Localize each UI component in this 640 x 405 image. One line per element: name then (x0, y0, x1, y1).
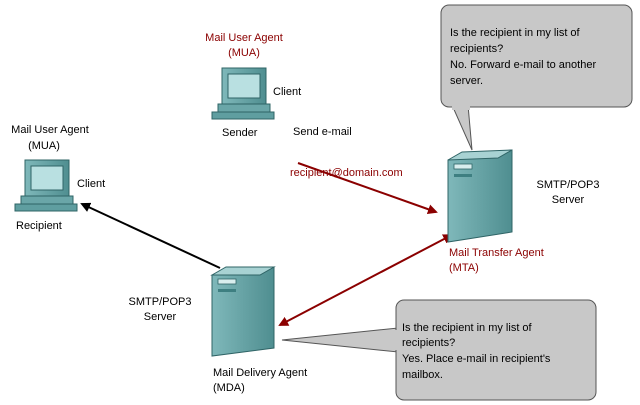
recipient-computer-icon (14, 159, 78, 212)
mda-server-label-line2: Server (144, 311, 177, 323)
mda-server-icon (210, 266, 276, 357)
sender-client-label: Client (273, 86, 301, 98)
recipient-mua-label: Mail User Agent (11, 124, 89, 136)
mta-agent-label: Mail Transfer Agent (449, 247, 544, 259)
sender-role-label: Sender (222, 127, 258, 139)
mda-to-recipient-arrow (80, 202, 221, 269)
recipient-address-label: recipient@domain.com (290, 167, 403, 179)
recipient-role-label: Recipient (16, 220, 62, 232)
bubble-mta-line1: Is the recipient in my list of (450, 27, 581, 39)
sender-mua-label: Mail User Agent (205, 32, 283, 44)
bubble-mta-line3: No. Forward e-mail to another (450, 59, 596, 71)
mta-agent-abbr: (MTA) (449, 262, 479, 274)
mda-speech-bubble: Is the recipient in my list of recipient… (281, 299, 597, 401)
mta-server-label-line1: SMTP/POP3 (537, 179, 600, 191)
bubble-mda-line2: recipients? (402, 337, 455, 349)
mta-mda-arrow (278, 234, 454, 326)
send-email-label: Send e-mail (293, 126, 352, 138)
sender-computer-icon (211, 67, 275, 120)
bubble-mta-line2: recipients? (450, 43, 503, 55)
bubble-mda-line3: Yes. Place e-mail in recipient's (402, 353, 551, 365)
bubble-mda-line1: Is the recipient in my list of (402, 322, 533, 334)
mda-agent-abbr: (MDA) (213, 382, 245, 394)
mda-server-label-line1: SMTP/POP3 (129, 296, 192, 308)
mta-speech-bubble: Is the recipient in my list of recipient… (440, 4, 633, 151)
recipient-mua-abbr: (MUA) (28, 140, 60, 152)
bubble-mta-line4: server. (450, 75, 483, 87)
send-email-arrow (297, 162, 438, 215)
bubble-mda-line4: mailbox. (402, 369, 443, 381)
mta-server-label-line2: Server (552, 194, 585, 206)
recipient-client-label: Client (77, 178, 105, 190)
mda-agent-label: Mail Delivery Agent (213, 367, 307, 379)
sender-mua-abbr: (MUA) (228, 47, 260, 59)
mta-server-icon (447, 149, 513, 243)
